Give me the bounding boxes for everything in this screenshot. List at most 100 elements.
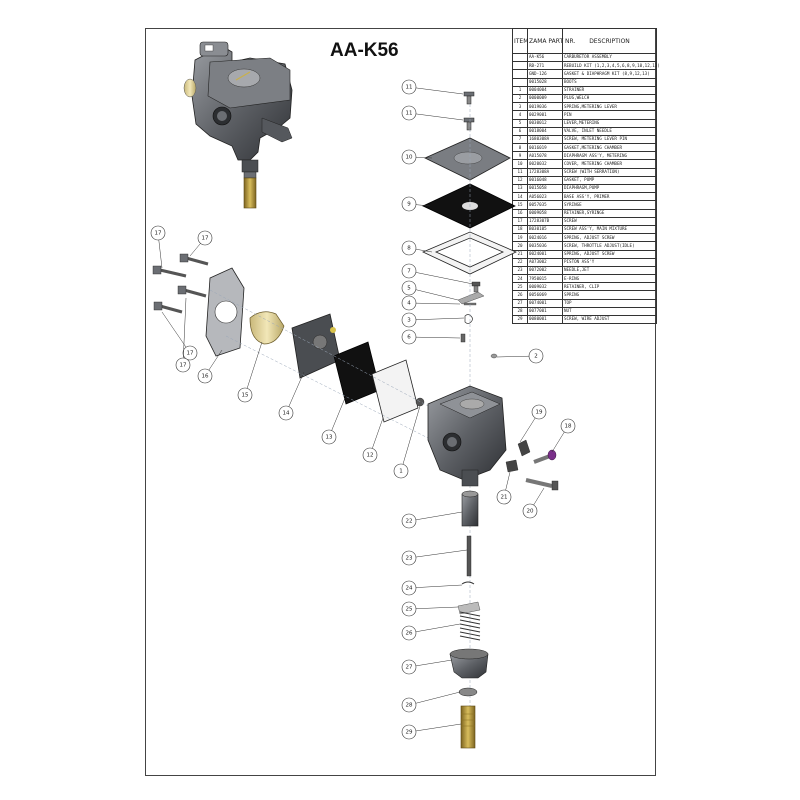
callout-circle <box>401 312 417 328</box>
metering-gasket-shape <box>422 231 517 275</box>
syringe-bulb-shape <box>249 311 285 345</box>
callout-number: 17 <box>180 363 187 369</box>
callout-number: 20 <box>527 509 534 515</box>
callout-leader-line <box>408 287 459 301</box>
callout-leader-line <box>408 606 459 610</box>
callout-number: 7 <box>407 269 411 275</box>
callout-circle <box>401 105 417 121</box>
callout-leader-line <box>408 584 463 589</box>
callout-circle <box>237 387 253 403</box>
callout-circle <box>528 348 544 364</box>
metering-screw-lower <box>463 117 475 131</box>
callout-number: 5 <box>407 286 411 292</box>
callout-circle <box>401 196 417 212</box>
callout-number: 8 <box>407 246 411 252</box>
callout-number: 9 <box>407 202 411 208</box>
drawing-title: AA-K56 <box>330 40 399 61</box>
callout-number: 17 <box>155 231 162 237</box>
callout-circle <box>496 489 512 505</box>
callout-leader-line <box>408 86 464 95</box>
callout-number: 14 <box>283 411 290 417</box>
callout-leader-line <box>408 270 474 285</box>
callout-number: 23 <box>406 556 413 562</box>
callout-leader-line <box>408 623 461 634</box>
callout-circle <box>150 225 166 241</box>
header-item: ITEM <box>512 28 528 54</box>
parts-table-header-row: ITEM ZAMA PART NR. DESCRIPTION <box>512 28 657 54</box>
callout-circle <box>401 580 417 596</box>
callout-circle <box>182 345 198 361</box>
primer-screws <box>152 253 209 314</box>
callout-circle <box>401 659 417 675</box>
callout-number: 10 <box>406 155 413 161</box>
callout-leader-line <box>400 405 421 472</box>
adjust-screws <box>505 439 559 491</box>
callout-circle <box>560 418 576 434</box>
callout-circle <box>401 550 417 566</box>
callout-number: 2 <box>534 354 538 360</box>
callout-number: 19 <box>536 410 543 416</box>
callout-circle <box>401 79 417 95</box>
callout-circle <box>362 447 378 463</box>
callout-leader-line <box>408 549 468 559</box>
callout-leader-line <box>408 112 464 121</box>
callout-leader-line <box>161 311 191 354</box>
callout-group: 1111109875436217171717161514131211918212… <box>150 79 576 740</box>
callout-leader-line <box>408 336 461 339</box>
callout-circle <box>278 405 294 421</box>
callout-number: 13 <box>326 435 333 441</box>
callout-leader-line <box>408 302 461 305</box>
callout-number: 22 <box>406 519 413 525</box>
callout-number: 27 <box>406 665 413 671</box>
callout-circle <box>401 240 417 256</box>
callout-circle <box>197 230 213 246</box>
pump-diaphragm-shape <box>333 341 381 405</box>
callout-leader-line <box>285 371 305 414</box>
callout-circle <box>401 697 417 713</box>
callout-circle <box>401 280 417 296</box>
callout-number: 17 <box>202 236 209 242</box>
callout-leader-line <box>408 691 461 706</box>
callout-circle <box>393 463 409 479</box>
callout-circle <box>401 329 417 345</box>
cell-description: SCREW, WIRE ADJUST <box>562 314 657 325</box>
callout-number: 25 <box>406 607 413 613</box>
callout-number: 29 <box>406 730 413 736</box>
callout-circle <box>175 357 191 373</box>
metering-screw-upper <box>463 91 475 105</box>
assembled-carburetor-illustration <box>183 41 293 209</box>
callout-circle <box>531 404 547 420</box>
callout-number: 24 <box>406 586 413 592</box>
callout-leader-line <box>408 511 463 522</box>
callout-number: 4 <box>407 301 411 307</box>
callout-circle <box>401 295 417 311</box>
callout-number: 6 <box>407 335 411 341</box>
callout-number: 17 <box>187 351 194 357</box>
pump-gasket-shape <box>371 359 419 423</box>
callout-number: 26 <box>406 631 413 637</box>
callout-leader-line <box>408 317 465 321</box>
callout-number: 18 <box>565 424 572 430</box>
small-metering-parts <box>457 281 498 359</box>
callout-circle <box>197 368 213 384</box>
callout-circle <box>401 724 417 740</box>
callout-leader-line <box>244 341 263 396</box>
callout-circle <box>522 503 538 519</box>
callout-leader-line <box>182 297 187 366</box>
callout-number: 16 <box>202 374 209 380</box>
callout-number: 15 <box>242 393 249 399</box>
callout-circle <box>321 429 337 445</box>
callout-number: 28 <box>406 703 413 709</box>
callout-number: 12 <box>367 453 374 459</box>
callout-leader-line <box>408 723 462 733</box>
callout-number: 11 <box>406 111 413 117</box>
callout-circle <box>401 149 417 165</box>
callout-circle <box>401 263 417 279</box>
callout-number: 11 <box>406 85 413 91</box>
callout-circle <box>401 625 417 641</box>
